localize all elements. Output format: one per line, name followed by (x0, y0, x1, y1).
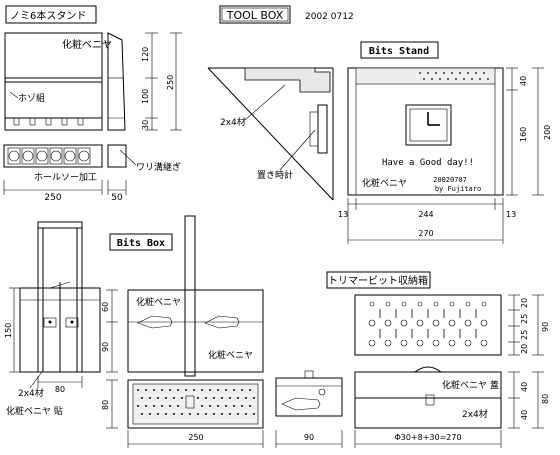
trimmer-dim-25-b: 25 (520, 330, 529, 340)
chisel-dim-120: 120 (141, 47, 150, 62)
bits-box-dim-150: 150 (4, 323, 13, 338)
bits-box-plan-view (127, 379, 264, 429)
trimmer-box-lid-label: 化粧ベニヤ 蓋 (442, 379, 499, 391)
bits-stand-dim-200: 200 (543, 125, 552, 140)
bits-stand-author: by Fujitaro (435, 185, 481, 193)
bits-box-wood-label: 2x4材 (18, 387, 44, 399)
bits-stand-message: Have a Good day!! (382, 158, 474, 168)
chisel-stand-front-view: 化粧ベニヤ ホゾ組 (4, 32, 112, 131)
bits-box-plywood-top: 化粧ベニヤ (136, 296, 181, 308)
bits-stand-dim-270: 270 (418, 229, 433, 238)
chisel-plywood-label: 化粧ベニヤ (62, 38, 112, 51)
trimmer-dim-80: 80 (541, 394, 550, 404)
bits-stand-clock-label: 置き時計 (257, 169, 293, 181)
bits-stand-dims: 13 244 13 270 40 160 200 (338, 67, 552, 244)
bits-stand-plywood: 化粧ベニヤ (362, 177, 407, 189)
trimmer-box-title: トリマービット収納箱 (328, 274, 428, 287)
trimmer-dim-90: 90 (541, 322, 550, 332)
bits-box-section: Bits Box 化粧ベニヤ 化粧ベニヤ (4, 215, 264, 448)
bits-box-dim-250: 250 (188, 433, 203, 442)
bits-stand-wood-label: 2x4材 (220, 116, 246, 128)
trimmer-box-wood-label: 2x4材 (462, 408, 488, 420)
chisel-hozo-label: ホゾ組 (18, 92, 45, 104)
bits-box-dims: 150 80 60 90 80 250 (4, 287, 264, 448)
bits-stand-dim-244: 244 (418, 210, 433, 219)
bits-stand-date: 20020707 (433, 176, 467, 184)
bits-box-title: Bits Box (117, 237, 165, 249)
chisel-stand-plan-view: ホールソー加工 ワリ溝継ぎ (3, 144, 181, 183)
bits-stand-dim-160: 160 (519, 127, 528, 142)
bits-box-front-view: 化粧ベニヤ 化粧ベニヤ (127, 215, 264, 377)
trimmer-dim-25-a: 25 (520, 314, 529, 324)
trimmer-box-top-view (354, 294, 502, 356)
chisel-dim-depth: 50 (111, 193, 123, 203)
bits-stand-dim-40: 40 (519, 76, 528, 86)
bits-box-dim-60: 60 (101, 302, 110, 312)
bits-box-plywood-bottom: 化粧ベニヤ (208, 349, 253, 361)
header: TOOL BOX 2002 0712 (219, 5, 354, 24)
bits-box-dim-80-width: 80 (55, 385, 65, 394)
bits-stand-section: Bits Stand 2x4材 置き時計 (207, 41, 552, 244)
bits-stand-front-view: Have a Good day!! 化粧ベニヤ 20020707 by Fuji… (347, 67, 504, 196)
bits-box-dim-80-height: 80 (101, 400, 110, 410)
trimmer-dim-20-bottom: 20 (520, 344, 529, 354)
bits-box-dim-90: 90 (101, 342, 110, 352)
bits-stand-side-view: 2x4材 置き時計 (207, 67, 334, 201)
sheet-date: 2002 0712 (305, 12, 354, 22)
chisel-dim-30: 30 (141, 120, 150, 130)
chisel-dim-width: 250 (44, 193, 61, 203)
bits-stand-dim-13-right: 13 (506, 210, 516, 219)
chisel-stand-side-view (107, 32, 126, 131)
trimmer-dim-formula: Φ30+8+30=270 (394, 433, 461, 442)
trimmer-dim-40-top: 40 (520, 382, 529, 392)
trimmer-dim-20-top: 20 (520, 298, 529, 308)
chisel-stand-dims: 250 50 120 100 30 250 (3, 32, 182, 203)
chisel-groove-label: ワリ溝継ぎ (136, 161, 181, 173)
bits-stand-title: Bits Stand (369, 45, 429, 57)
small-box-dim-90: 90 (304, 433, 314, 442)
chisel-stand-title: ノミ6本スタンド (10, 9, 86, 22)
chisel-dim-100: 100 (141, 89, 150, 104)
bits-box-plywood-paste: 化粧ベニヤ 貼 (6, 405, 63, 417)
bits-stand-dim-13-left: 13 (338, 210, 348, 219)
trimmer-box-front-view: 化粧ベニヤ 蓋 2x4材 (354, 366, 502, 429)
chisel-hole-label: ホールソー加工 (34, 172, 97, 183)
sheet-title: TOOL BOX (226, 9, 284, 22)
trimmer-box-dims: 20 25 25 20 90 40 40 80 Φ30+8+30=270 (354, 294, 550, 448)
trimmer-dim-40-bottom: 40 (520, 410, 529, 420)
small-box-view: 90 (275, 370, 343, 448)
chisel-stand-section: ノミ6本スタンド 化粧ベニヤ ホゾ組 (3, 5, 182, 203)
bits-box-side-view (19, 221, 101, 373)
chisel-dim-total: 250 (166, 75, 175, 90)
trimmer-box-section: トリマービット収納箱 (326, 271, 550, 448)
